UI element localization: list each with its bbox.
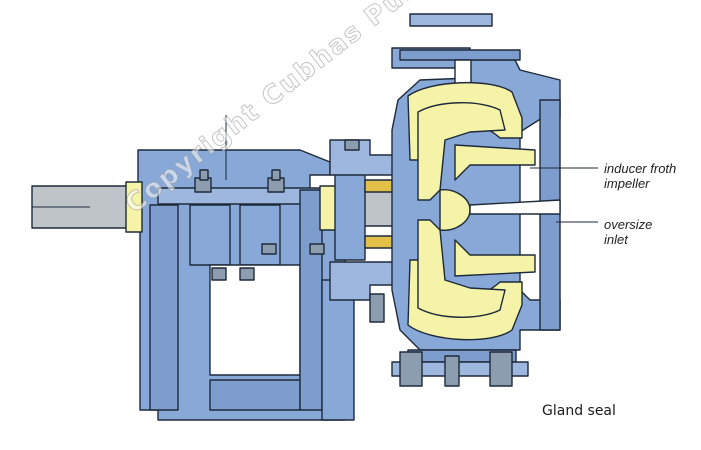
casing-bolts (344, 139, 513, 387)
inducer-froth-impeller (417, 102, 561, 318)
gland-seal-caption: Gland seal (542, 403, 616, 419)
callout-leaders (225, 115, 598, 223)
inducer-froth-impeller-label: inducer froth impeller (604, 161, 677, 191)
bearing-pedestal (137, 149, 355, 421)
pedestal-bolts (194, 169, 325, 281)
oversize-inlet-label: oversize inlet (604, 217, 653, 247)
